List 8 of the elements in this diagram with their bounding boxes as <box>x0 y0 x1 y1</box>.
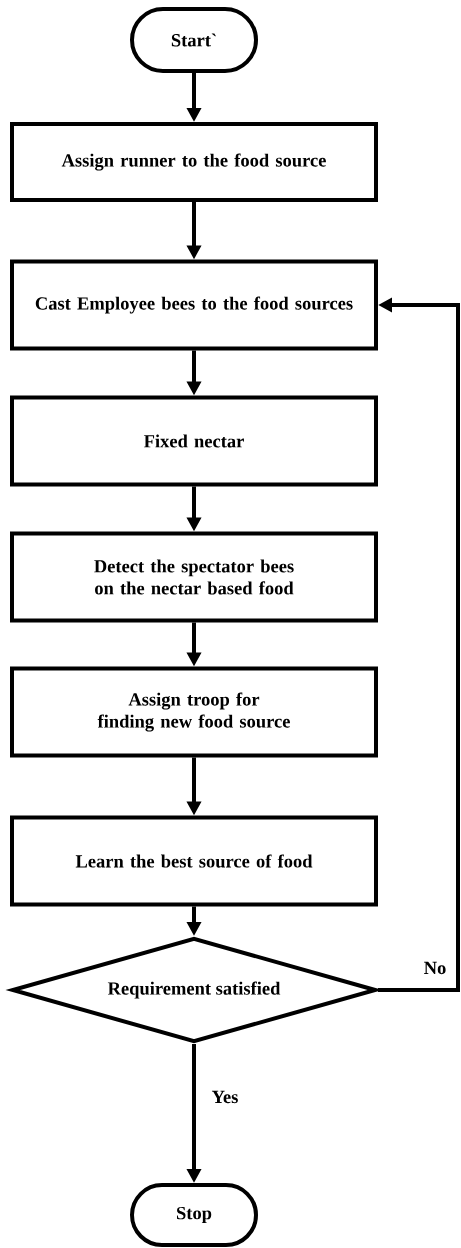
process-box: Assign runner to the food source <box>10 122 378 202</box>
edge-label: Yes <box>210 1089 240 1105</box>
process-box: Fixed nectar <box>10 395 378 487</box>
process-box: Assign troop for finding new food source <box>10 666 378 758</box>
edge-label: No <box>422 960 448 976</box>
process-box: Cast Employee bees to the food sources <box>10 259 378 351</box>
process-box: Detect the spectator bees on the nectar based food <box>10 531 378 623</box>
process-box: Learn the best source of food <box>10 815 378 907</box>
